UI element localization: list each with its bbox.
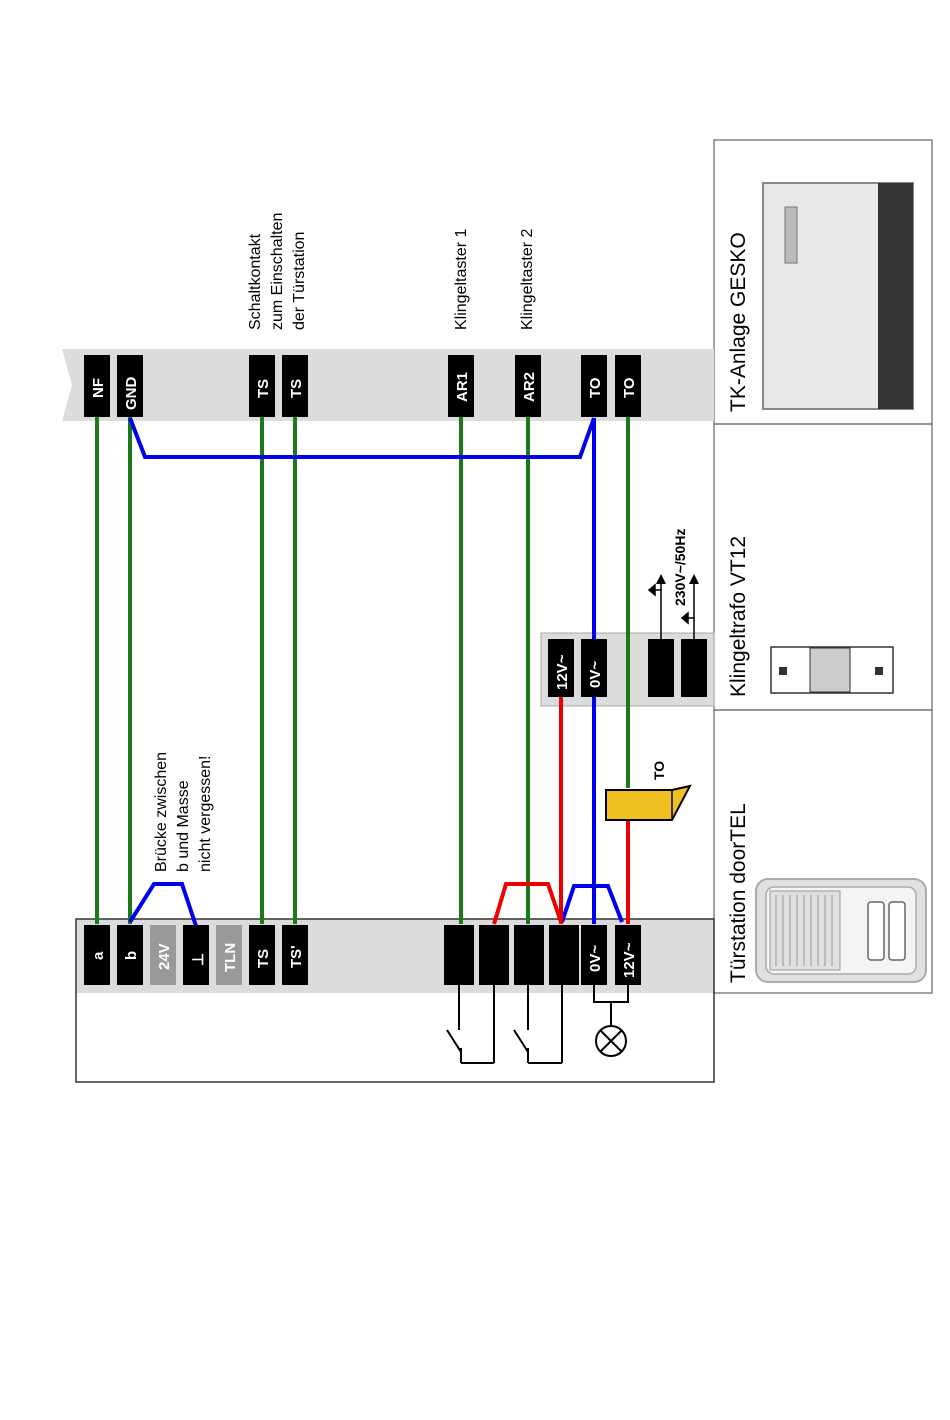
vt12-title: Klingeltrafo VT12 bbox=[727, 536, 750, 697]
doortel-terminal-tln: TLN bbox=[222, 943, 239, 972]
doortel-device-icon bbox=[756, 879, 926, 982]
doortel-title: Türstation doorTEL bbox=[727, 803, 750, 983]
klingeltaster-1-note: Klingeltaster 1 bbox=[453, 229, 470, 330]
vt12-terminal-0v: 0V~ bbox=[587, 661, 604, 688]
klingeltaster-switches bbox=[447, 985, 628, 1063]
doortel-terminal-24v: 24V bbox=[156, 943, 173, 970]
vt12-device-icon bbox=[771, 647, 893, 693]
gesko-terminal-gnd: GND bbox=[123, 377, 140, 411]
gesko-terminal-to1: TO bbox=[587, 377, 604, 398]
klingeltaster-2-note: Klingeltaster 2 bbox=[519, 229, 536, 330]
doortel-terminal-b: b bbox=[123, 951, 140, 960]
gesko-terminal-ar1: AR1 bbox=[454, 372, 471, 402]
doortel-terminal-ground: ⊥ bbox=[190, 953, 207, 966]
bruecke-note: Brücke zwischen b und Masse nicht verges… bbox=[153, 752, 214, 872]
bruecke-line-3: nicht vergessen! bbox=[197, 755, 214, 872]
gesko-terminal-ar2: AR2 bbox=[521, 372, 538, 402]
doortel-terminal-a: a bbox=[90, 951, 107, 960]
opener-label: TO bbox=[651, 761, 667, 780]
gesko-terminal-nf: NF bbox=[90, 378, 107, 398]
schaltkontakt-line-1: Schaltkontakt bbox=[247, 233, 264, 330]
doortel-terminal-ts: TS bbox=[255, 949, 272, 968]
bruecke-line-1: Brücke zwischen bbox=[153, 752, 170, 872]
schaltkontakt-line-2: zum Einschalten bbox=[269, 213, 286, 330]
gesko-terminal-ts1: TS bbox=[255, 379, 272, 398]
schaltkontakt-line-3: der Türstation bbox=[291, 232, 308, 330]
gesko-device-icon bbox=[763, 183, 913, 409]
mains-label: 230V~/50Hz bbox=[672, 529, 688, 606]
gesko-title: TK-Anlage GESKO bbox=[727, 232, 750, 412]
door-opener-icon bbox=[606, 786, 690, 820]
bruecke-line-2: b und Masse bbox=[175, 780, 192, 872]
vt12-terminal-12v: 12V~ bbox=[554, 654, 571, 690]
doortel-terminal-12v: 12V~ bbox=[621, 942, 638, 978]
schaltkontakt-note: Schaltkontakt zum Einschalten der Türsta… bbox=[247, 213, 308, 330]
gesko-terminal-to2: TO bbox=[621, 377, 638, 398]
doortel-terminal-ts-prime: TS' bbox=[288, 945, 305, 968]
doortel-terminal-0v: 0V~ bbox=[587, 945, 604, 972]
gesko-terminal-ts2: TS bbox=[288, 379, 305, 398]
